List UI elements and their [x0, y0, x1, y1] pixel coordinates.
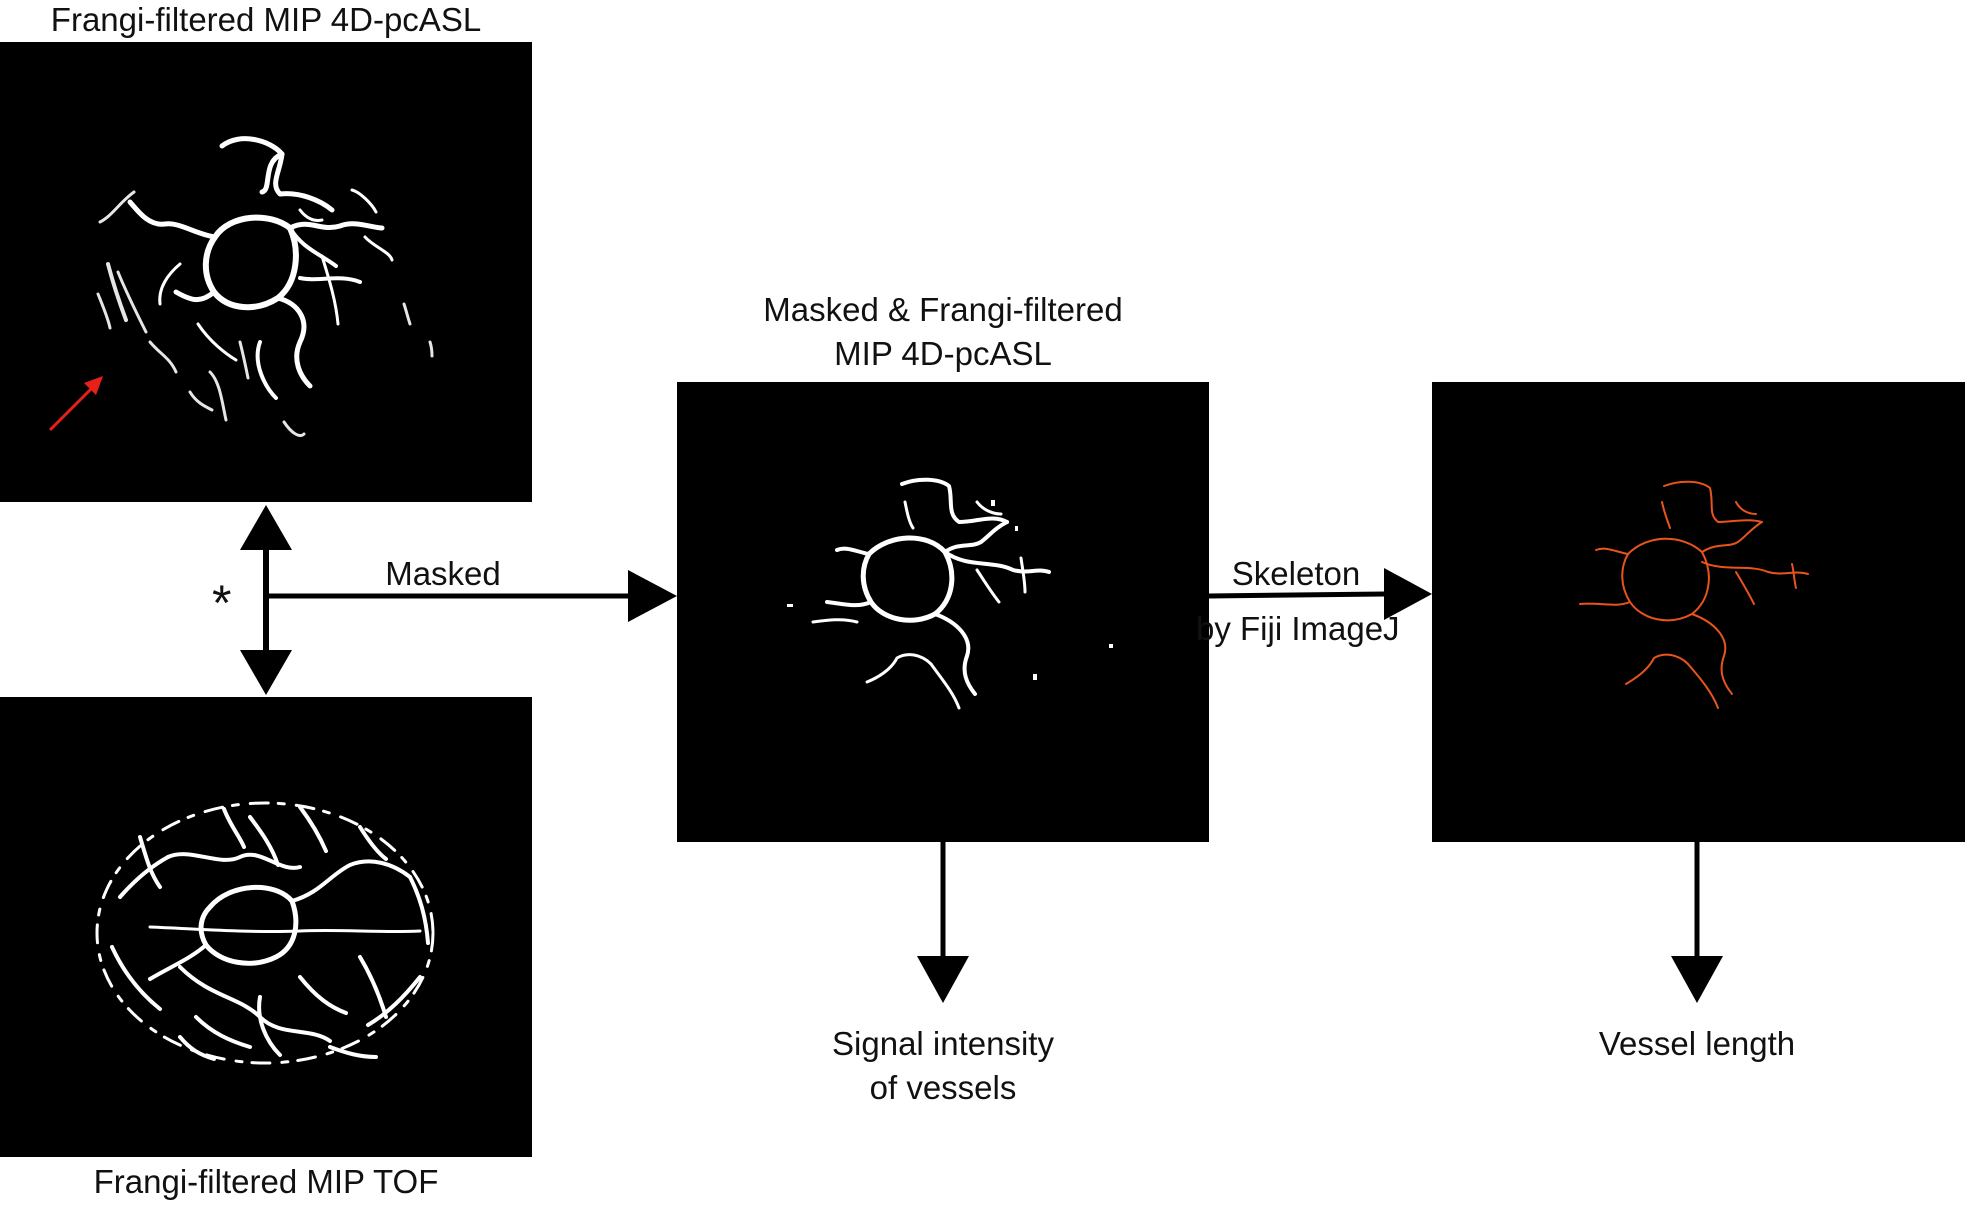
vessel-length-label: Vessel length: [1598, 1025, 1796, 1062]
skeleton-arrow-icon: [1208, 568, 1432, 620]
masked-asl-image: [787, 477, 1113, 710]
masked-arrow-icon: [266, 570, 677, 622]
signal-down-arrow-icon: [917, 842, 969, 1003]
masked-asl-title-line1: Masked & Frangi-filtered: [763, 291, 1123, 328]
red-annotation-arrow-icon: [48, 376, 103, 432]
asterisk-marker: *: [212, 575, 232, 631]
asl-mip-title: Frangi-filtered MIP 4D-pcASL: [50, 1, 482, 38]
skeleton-label-line1: Skeleton: [1231, 555, 1361, 592]
skeleton-label-line2: by Fiji ImageJ: [1196, 610, 1400, 647]
masked-label: Masked: [385, 555, 501, 592]
skeleton-panel: [1432, 382, 1965, 842]
tof-mip-panel: [0, 697, 532, 1157]
signal-intensity-label-line2: of vessels: [869, 1069, 1017, 1106]
asl-mip-panel: [0, 42, 532, 502]
asl-mip-image: [48, 136, 434, 437]
masked-asl-panel: [677, 382, 1209, 842]
signal-intensity-label-line1: Signal intensity: [832, 1025, 1054, 1062]
tof-mip-image: [95, 801, 435, 1065]
length-down-arrow-icon: [1671, 842, 1723, 1003]
tof-mip-title: Frangi-filtered MIP TOF: [93, 1163, 439, 1200]
masked-asl-title-line2: MIP 4D-pcASL: [834, 335, 1052, 372]
double-arrow-icon: [240, 505, 292, 695]
skeleton-image: [1579, 480, 1809, 709]
